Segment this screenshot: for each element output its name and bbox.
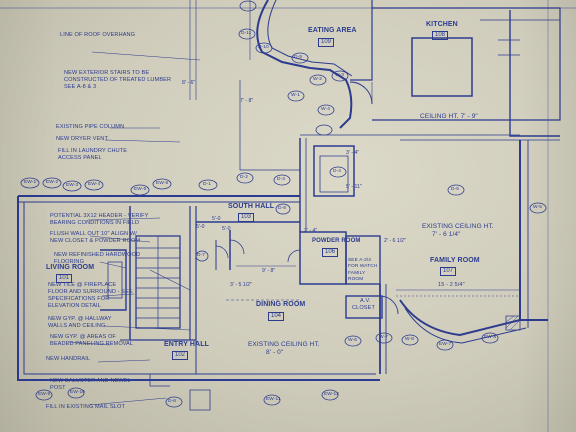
note-roof-overhang: LINE OF ROOF OVERHANG	[60, 32, 136, 38]
tag-ew-7: EW-7	[439, 342, 452, 347]
tag-w-6: W-6	[348, 338, 358, 343]
note-gyp-hallway-1: NEW GYP. @ HALLWAY	[48, 316, 112, 322]
note-fireplace-3: SPECIFICATIONS FOR	[48, 296, 110, 302]
note-baluster-1: NEW BALUSTER AND NEWEL	[50, 378, 131, 384]
dim-7: 8' - 6"	[182, 80, 196, 86]
tag-d-4: D-4	[333, 169, 342, 174]
note-fireplace-2: FLOOR AND SURROUND - SEE	[48, 289, 133, 295]
room-south-hall: SOUTH HALL	[228, 203, 275, 210]
dim-9: 2' - 4"	[304, 228, 318, 234]
tag-w-4: W-4	[321, 107, 331, 112]
tag-d-2: D-2	[240, 175, 249, 180]
ceiling-kitchen: CEILING HT. 7' - 9"	[420, 113, 478, 120]
tag-ew-1: EW-1	[24, 180, 37, 185]
room-entry-hall: ENTRY HALL	[164, 341, 209, 348]
note-pipe-column: EXISTING PIPE COLUMN	[56, 124, 125, 130]
note-gyp-paneling-2: BEADED PANELING REMOVAL	[50, 341, 134, 347]
dim-1: 3' - 4"	[346, 150, 360, 156]
room-number-living: 101	[56, 274, 73, 283]
note-baluster-2: POST	[50, 385, 66, 391]
room-number-kitchen: 108	[432, 31, 449, 40]
note-gyp-hallway-2: WALLS AND CEILING	[48, 323, 106, 329]
note-hardwood-2: FLOORING	[54, 259, 85, 265]
note-flush-wall-2: NEW CLOSET & POWDER ROOM	[50, 238, 141, 244]
tag-d-5: D-5	[451, 187, 460, 192]
room-dining: DINING ROOM	[256, 301, 306, 308]
dim-5: 2' - 6 1/2"	[384, 238, 406, 244]
tag-ew-6: EW-6	[156, 181, 169, 186]
family-ceiling-1: EXISTING CEILING HT.	[422, 223, 494, 230]
tag-ew-8: EW-8	[484, 335, 497, 340]
room-number-family: 107	[440, 267, 457, 276]
family-room-dims: 15 - 2 5/4"	[438, 282, 465, 288]
tag-ew-11: EW-11	[266, 397, 281, 402]
dining-ceiling-1: EXISTING CEILING HT.	[248, 341, 320, 348]
av-closet-1: A.V.	[360, 298, 371, 304]
dim-8: 7' - 8"	[240, 98, 254, 104]
dining-ceiling-2: 8' - 0"	[266, 349, 284, 356]
room-living: LIVING ROOM	[46, 264, 95, 271]
tag-ew-4: EW-4	[88, 182, 101, 187]
tag-w-1: W-1	[291, 93, 301, 98]
tag-ew-3: EW-3	[66, 183, 79, 188]
room-number-dining: 104	[268, 312, 285, 321]
note-header-1: POTENTIAL 3X12 HEADER - VERIFY	[50, 213, 149, 219]
tag-ew-10: EW-10	[70, 390, 86, 395]
tag-ew-12: EW-12	[324, 392, 340, 397]
tag-w-2: W-2	[313, 77, 323, 82]
tag-d-1: D-1	[203, 182, 212, 187]
tag-d-9: D-9	[294, 55, 303, 60]
room-kitchen: KITCHEN	[426, 21, 458, 28]
room-eating-area: EATING AREA	[308, 27, 357, 34]
room-powder: POWDER ROOM	[312, 238, 361, 244]
av-closet-2: CLOSET	[352, 305, 375, 311]
note-fireplace-1: NEW TILE @ FIREPLACE	[48, 282, 117, 288]
tag-ew-9: EW-9	[38, 392, 51, 397]
note-gyp-paneling-1: NEW GYP. @ AREAS OF	[50, 334, 116, 340]
tag-ew-2: EW-2	[46, 180, 59, 185]
room-family: FAMILY ROOM	[430, 257, 480, 264]
note-dryer-vent: NEW DRYER VENT	[56, 136, 108, 142]
dim-4: 5' - 11"	[346, 184, 362, 190]
tag-d-6: D-6	[168, 399, 177, 404]
note-exterior-stairs-3: SEE A-8 & 3	[64, 84, 97, 90]
note-exterior-stairs-2: CONSTRUCTED OF TREATED LUMBER	[64, 77, 172, 83]
note-exterior-stairs-1: NEW EXTERIOR STAIRS TO BE	[64, 70, 150, 76]
note-hardwood-1: NEW REFINISHED HARDWOOD	[54, 252, 141, 258]
family-ceiling-2: 7' - 6 1/4"	[432, 231, 461, 238]
room-number-eating: 109	[318, 38, 335, 47]
note-header-2: BEARING CONDITIONS IN FIELD	[50, 220, 140, 226]
tag-d-3: D-3	[277, 177, 286, 182]
dim-10: 5'-0	[212, 216, 221, 222]
tag-w-5: W-5	[533, 205, 543, 210]
tag-d-8: D-8	[278, 206, 287, 211]
dim-6: 5'-0	[196, 224, 205, 230]
room-number-entry: 102	[172, 351, 189, 360]
tag-ew-5: EW-5	[134, 187, 147, 192]
dim-2: 9' - 8"	[262, 268, 276, 274]
note-access-panel: ACCESS PANEL	[58, 155, 102, 161]
note-laundry-chute: FILL IN LAUNDRY CHUTE	[58, 148, 128, 154]
tag-w-8: W-8	[405, 337, 415, 342]
tag-w-7: W-7	[379, 335, 389, 340]
note-flush-wall-1: FLUSH WALL OUT 10" ALIGN W/	[50, 231, 137, 237]
dim-11: 5'-0	[222, 226, 231, 232]
tag-d-7: D-7	[197, 253, 206, 258]
note-powder-room: SEE A-2/4 FOR WATCH FAMILY ROOM	[348, 258, 378, 283]
room-number-south-hall: 103	[238, 213, 255, 222]
tag-d-11: D-11	[241, 31, 252, 36]
note-handrail: NEW HANDRAIL	[46, 356, 91, 362]
dim-3: 3' - 5 1/2"	[230, 282, 252, 288]
tag-d-10: D-10	[258, 45, 269, 50]
note-fireplace-4: ELEVATION DETAIL	[48, 303, 101, 309]
note-mail-slot: FILL IN EXISTING MAIL SLOT	[46, 404, 125, 410]
tag-w-3: W-3	[335, 73, 345, 78]
room-number-powder: 106	[322, 248, 339, 257]
